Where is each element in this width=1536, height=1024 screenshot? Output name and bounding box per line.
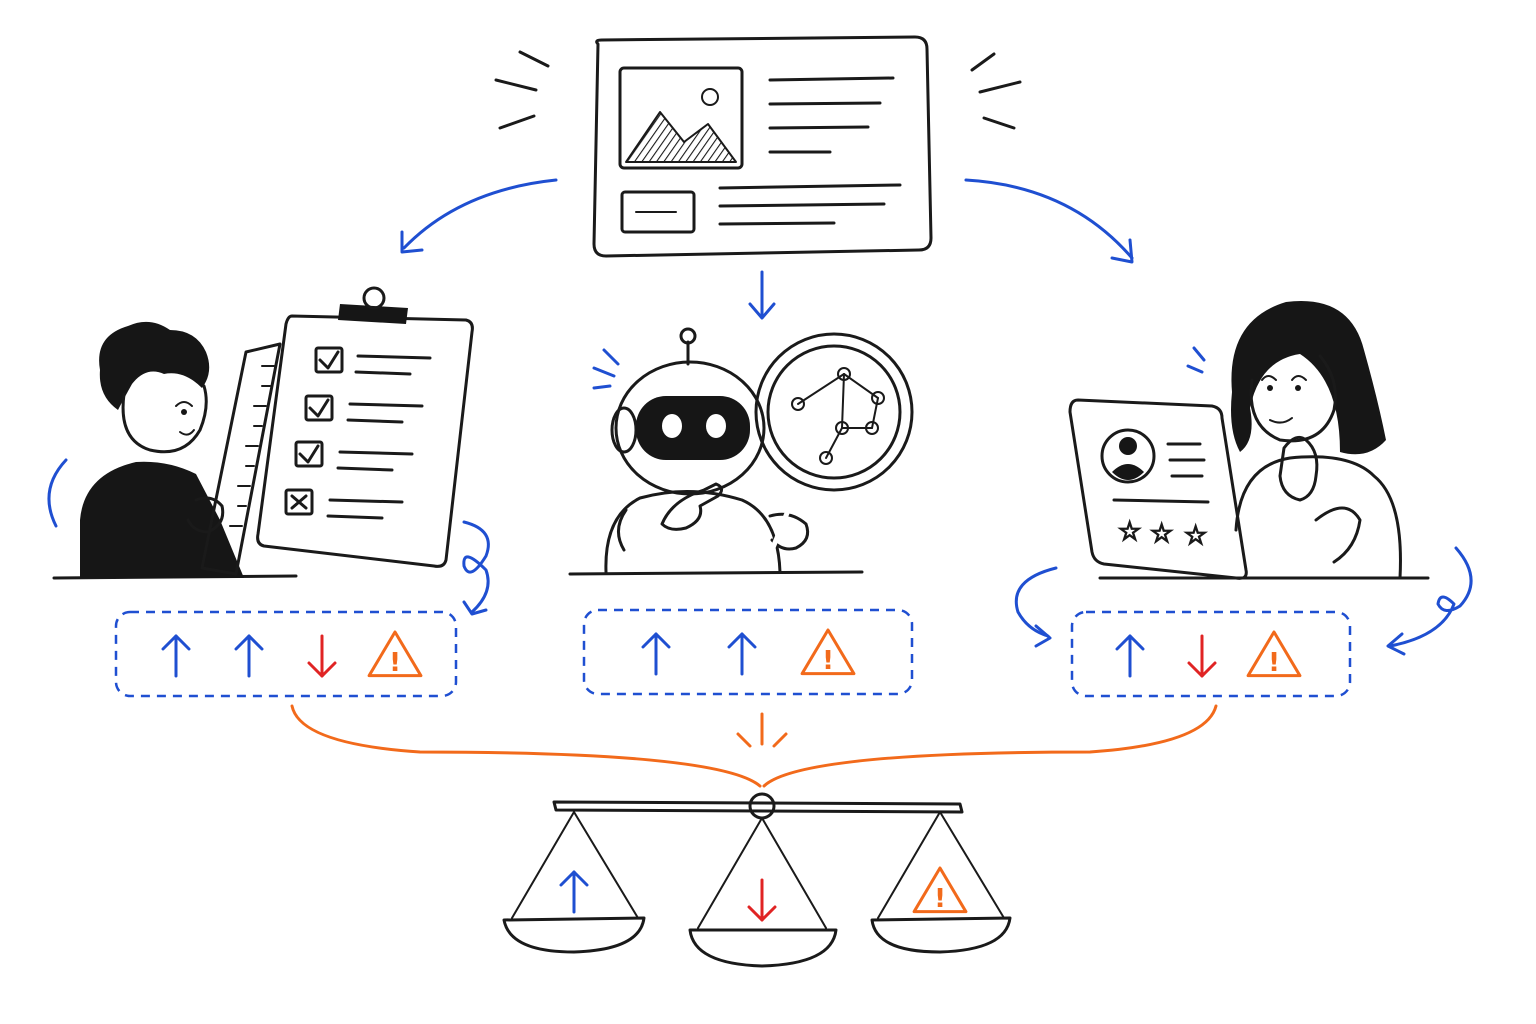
button-placeholder bbox=[620, 190, 696, 234]
warning-mark: ! bbox=[389, 648, 401, 678]
arrow-down-icon bbox=[307, 634, 337, 678]
arrow-up-icon bbox=[161, 634, 191, 678]
graph-icon bbox=[791, 367, 885, 465]
scale-pan-right bbox=[870, 811, 1012, 954]
clipboard-icon bbox=[256, 286, 474, 568]
ai-reviewer bbox=[568, 327, 914, 576]
arrow-down-icon bbox=[747, 878, 777, 922]
warning-icon: ! bbox=[1246, 630, 1302, 678]
source-card bbox=[494, 35, 1022, 258]
magnifier-icon bbox=[754, 332, 914, 553]
thinking-sparks bbox=[1186, 346, 1206, 374]
arrow-down-icon bbox=[1187, 634, 1217, 678]
signal-box-ai-reviewer bbox=[582, 608, 914, 696]
balance-scale-icon bbox=[502, 792, 1012, 968]
scale-signal-icons: ! bbox=[559, 866, 968, 922]
star-icon: ☆ bbox=[1150, 519, 1173, 549]
checklist-reviewer bbox=[47, 286, 490, 616]
person-icon bbox=[80, 321, 244, 578]
warning-icon: ! bbox=[912, 866, 968, 914]
warning-icon: ! bbox=[800, 628, 856, 676]
signal-box-user-reviewer bbox=[1070, 610, 1352, 698]
flow-arrow-left bbox=[400, 178, 558, 254]
aggregation-lines bbox=[290, 704, 1218, 788]
warning-mark: ! bbox=[822, 646, 834, 676]
image-icon bbox=[618, 66, 744, 170]
emphasis-lines bbox=[494, 50, 1022, 130]
motion-swooshes bbox=[1014, 546, 1473, 656]
signal-box-checklist-reviewer bbox=[114, 610, 458, 698]
arrow-up-icon bbox=[641, 632, 671, 676]
scale-pan-center bbox=[688, 817, 838, 968]
warning-mark: ! bbox=[1268, 648, 1280, 678]
thinking-sparks bbox=[592, 348, 620, 390]
robot-icon bbox=[604, 327, 810, 574]
text-lines bbox=[718, 76, 902, 226]
star-icon: ☆ bbox=[1118, 517, 1141, 547]
star-icon: ☆ bbox=[1184, 521, 1207, 551]
arrow-up-icon bbox=[727, 632, 757, 676]
tablet-icon: ☆ ☆ ☆ bbox=[1068, 398, 1248, 580]
arrow-up-icon bbox=[559, 870, 589, 914]
motion-swooshes bbox=[47, 458, 490, 616]
signal-icons: !!! bbox=[161, 628, 1302, 678]
star-rating: ☆ ☆ ☆ bbox=[1117, 516, 1208, 552]
arrow-up-icon bbox=[1115, 634, 1145, 678]
flow-arrow-center bbox=[748, 270, 776, 320]
ruler-icon bbox=[200, 342, 282, 576]
flow-arrow-right bbox=[964, 178, 1134, 264]
profile-icon bbox=[1100, 428, 1156, 484]
checklist-items bbox=[284, 346, 432, 520]
warning-mark: ! bbox=[934, 884, 946, 914]
warning-icon: ! bbox=[367, 630, 423, 678]
arrow-up-icon bbox=[234, 634, 264, 678]
user-reviewer: ☆ ☆ ☆ bbox=[1014, 301, 1473, 656]
person-icon bbox=[1231, 301, 1402, 580]
scale-pan-left bbox=[502, 811, 646, 954]
